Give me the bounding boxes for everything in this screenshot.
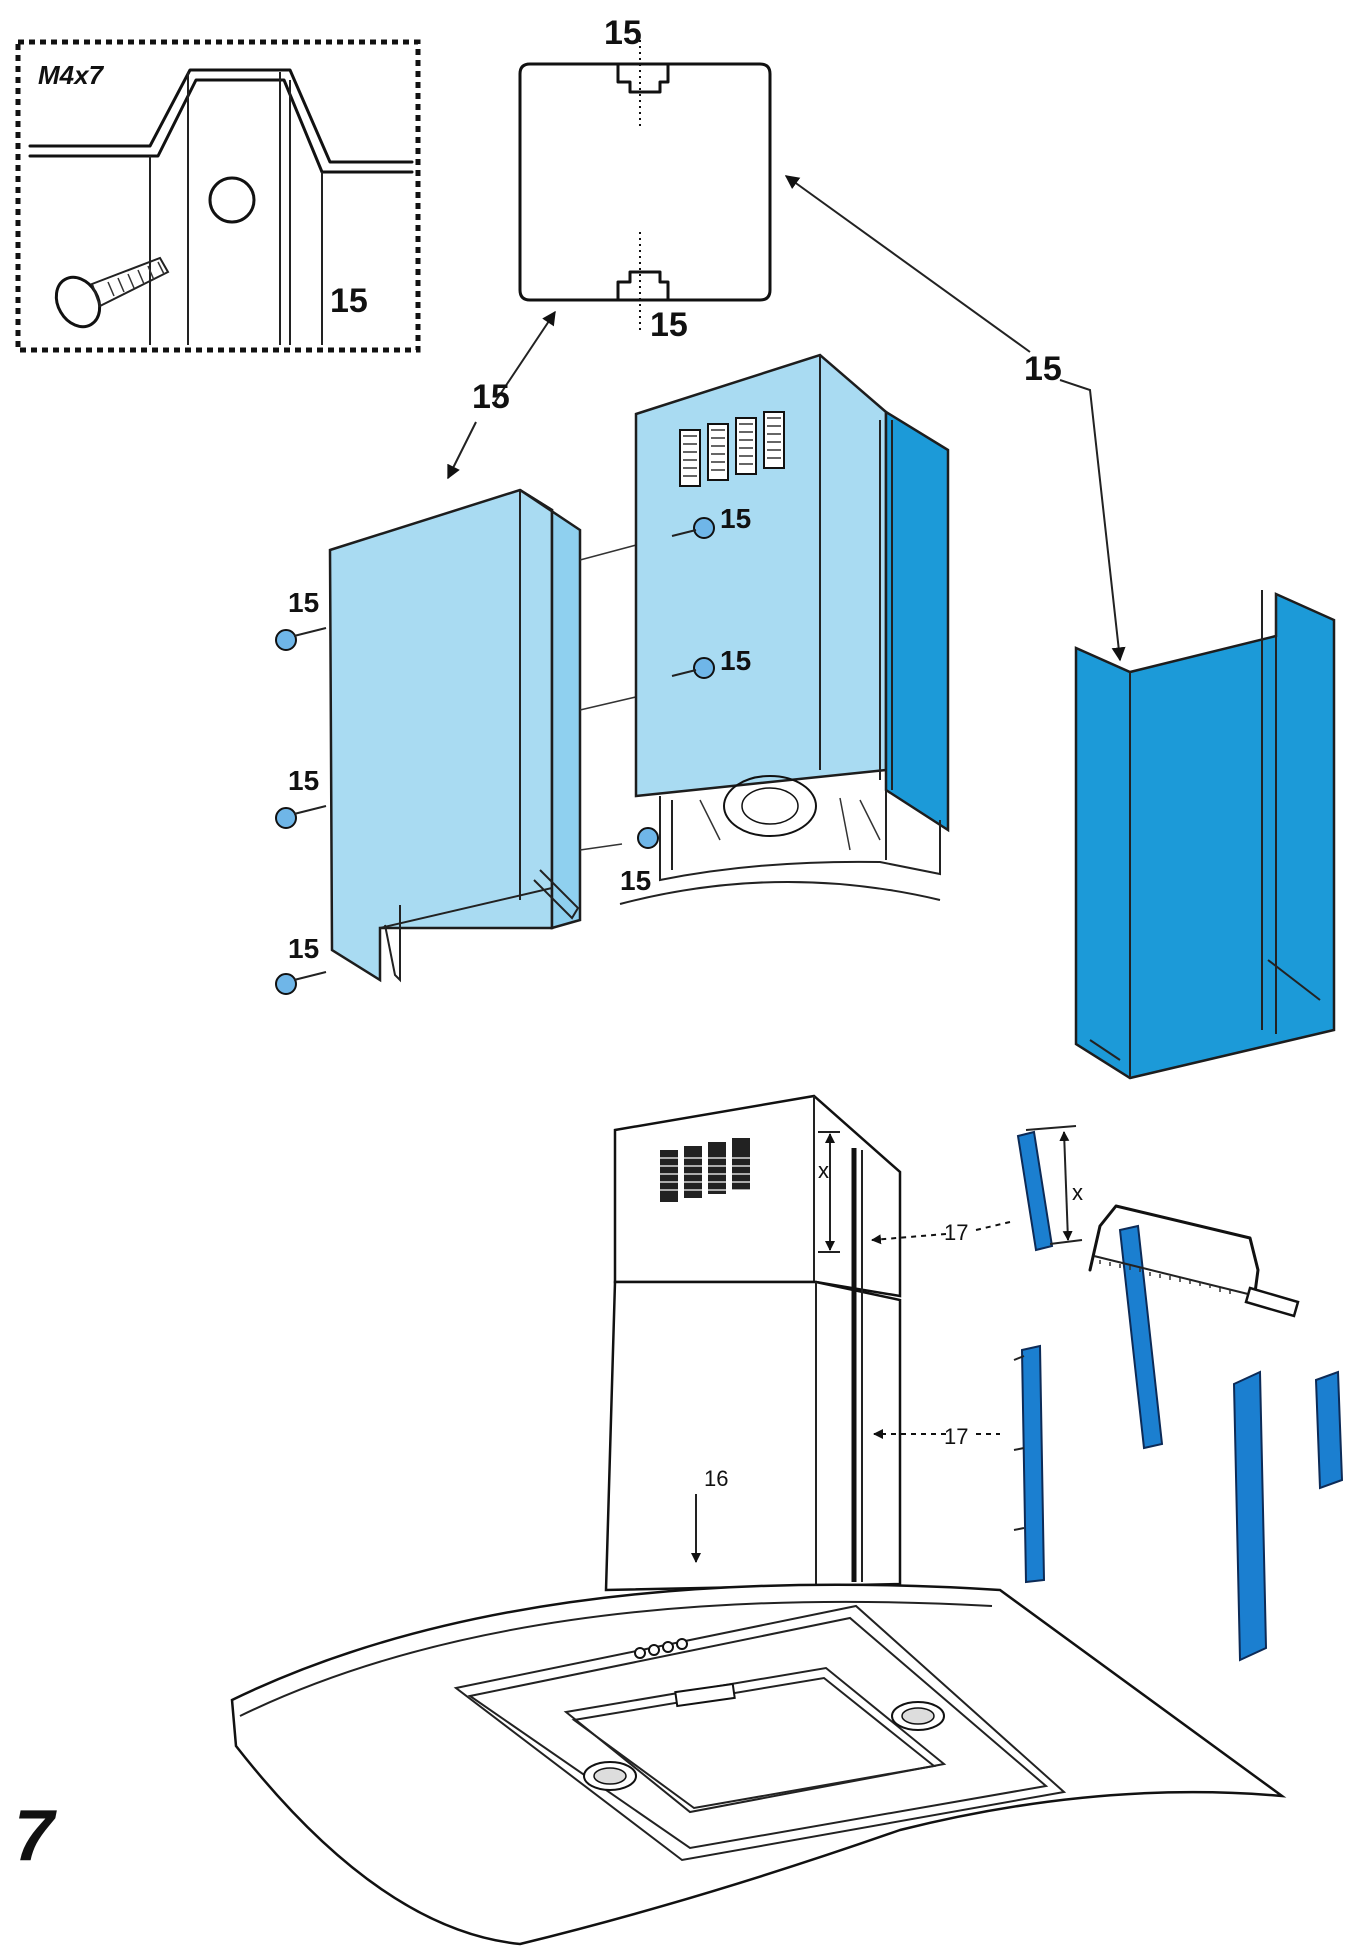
strip-label-upper: 17 — [944, 1220, 968, 1245]
inset-part-label: 15 — [330, 282, 368, 320]
left-panel-screw-mid-label: 15 — [288, 765, 319, 796]
screw-icon — [54, 256, 170, 329]
hood-canopy: 16 — [230, 1466, 1287, 1946]
control-buttons — [634, 1638, 688, 1659]
left-chimney-panel: 15 15 15 — [275, 488, 641, 995]
right-chimney-panel — [1074, 590, 1336, 1080]
chimney-base-screw-label: 15 — [620, 865, 651, 896]
section-bottom-label: 15 — [650, 306, 688, 344]
vent-grille — [679, 411, 785, 487]
chimney-dimension-label: x — [818, 1158, 829, 1183]
screw-icon — [671, 657, 715, 679]
hood-label: 16 — [704, 1466, 728, 1491]
screw-detail-inset: M4x7 15 — [15, 39, 421, 353]
light-icon — [583, 1761, 637, 1791]
strip-dimension-label: x — [1072, 1180, 1083, 1205]
section-top-label: 15 — [604, 14, 642, 52]
lower-chimney-section — [604, 1148, 902, 1592]
hacksaw-icon — [1088, 1204, 1300, 1318]
light-icon — [891, 1701, 945, 1731]
trim-strips: 17 17 x — [871, 1125, 1344, 1662]
center-chimney: 15 15 15 — [619, 353, 950, 905]
arrow-left-label: 15 — [472, 378, 510, 416]
arrow-right-label: 15 — [1024, 350, 1062, 388]
callout-arrows: 15 15 — [447, 175, 1126, 662]
vent-grille — [660, 1138, 750, 1202]
step-number: 7 — [14, 1796, 57, 1876]
screw-icon — [275, 805, 327, 829]
chimney-screw-lower-label: 15 — [720, 645, 751, 676]
screw-icon — [275, 627, 327, 651]
screw-spec-label: M4x7 — [38, 60, 105, 90]
motor-housing — [619, 775, 941, 905]
screw-icon — [671, 517, 715, 539]
strip-label-lower: 17 — [944, 1424, 968, 1449]
chimney-screw-upper-label: 15 — [720, 503, 751, 534]
upper-chimney-section: x — [613, 1094, 902, 1298]
left-panel-screw-top-label: 15 — [288, 587, 319, 618]
left-panel-screw-bottom-label: 15 — [288, 933, 319, 964]
chimney-cross-section: 15 15 — [518, 14, 772, 344]
screw-icon — [637, 827, 659, 849]
screw-icon — [275, 971, 327, 995]
